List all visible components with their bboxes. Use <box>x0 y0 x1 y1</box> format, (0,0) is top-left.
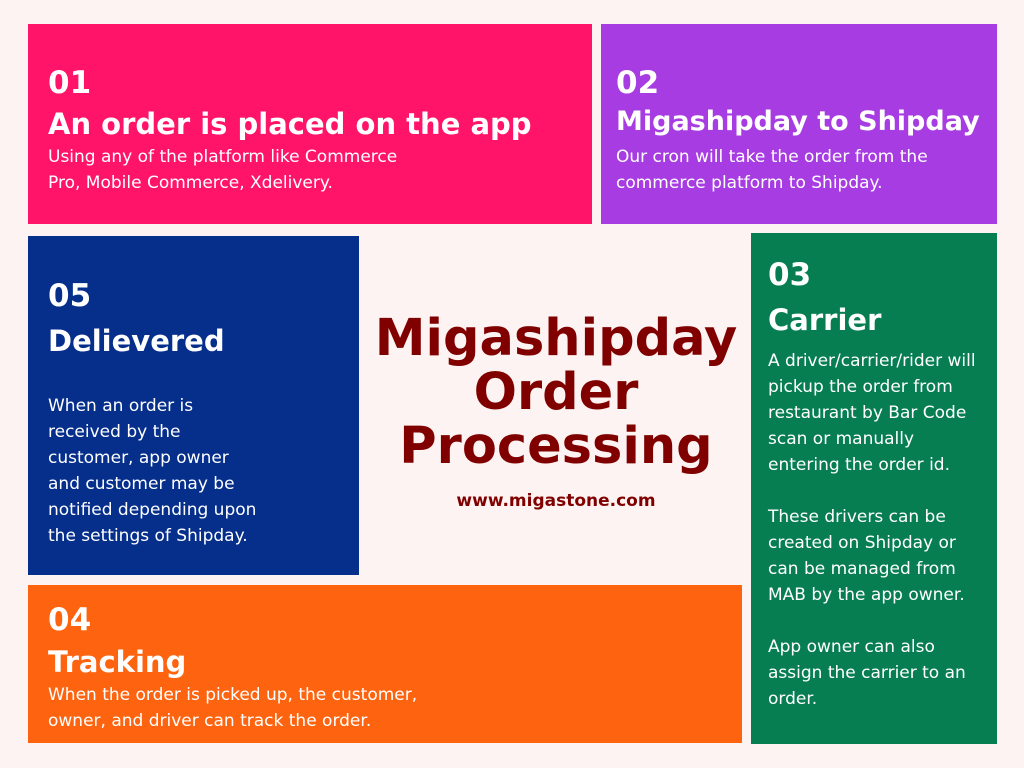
step-card-03: 03 Carrier A driver/carrier/rider will p… <box>751 233 997 744</box>
website-link[interactable]: www.migastone.com <box>456 491 656 511</box>
step-description: Our cron will take the order from the co… <box>616 147 928 193</box>
step-card-05: 05 Delievered When an order is received … <box>28 236 359 575</box>
step-card-04: 04 Tracking When the order is picked up,… <box>28 585 742 743</box>
step-number: 02 <box>616 65 660 101</box>
step-card-02: 02 Migashipday to Shipday Our cron will … <box>601 24 997 224</box>
step-number: 03 <box>768 257 812 293</box>
step-number: 01 <box>48 65 92 101</box>
step-description: When the order is picked up, the custome… <box>48 685 418 731</box>
step-description: Using any of the platform like Commerce … <box>48 147 398 193</box>
step-title: An order is placed on the app <box>48 107 532 141</box>
step-title: Tracking <box>48 645 187 679</box>
page-title: Migashipday Order Processing <box>374 309 738 476</box>
step-title: Migashipday to Shipday <box>616 106 980 137</box>
step-card-01: 01 An order is placed on the app Using a… <box>28 24 592 224</box>
step-description: When an order is received by the custome… <box>48 396 257 546</box>
step-title: Delievered <box>48 324 225 358</box>
step-number: 05 <box>48 278 92 314</box>
step-description: A driver/carrier/rider will pickup the o… <box>768 351 976 709</box>
step-number: 04 <box>48 602 92 638</box>
step-title: Carrier <box>768 303 882 337</box>
